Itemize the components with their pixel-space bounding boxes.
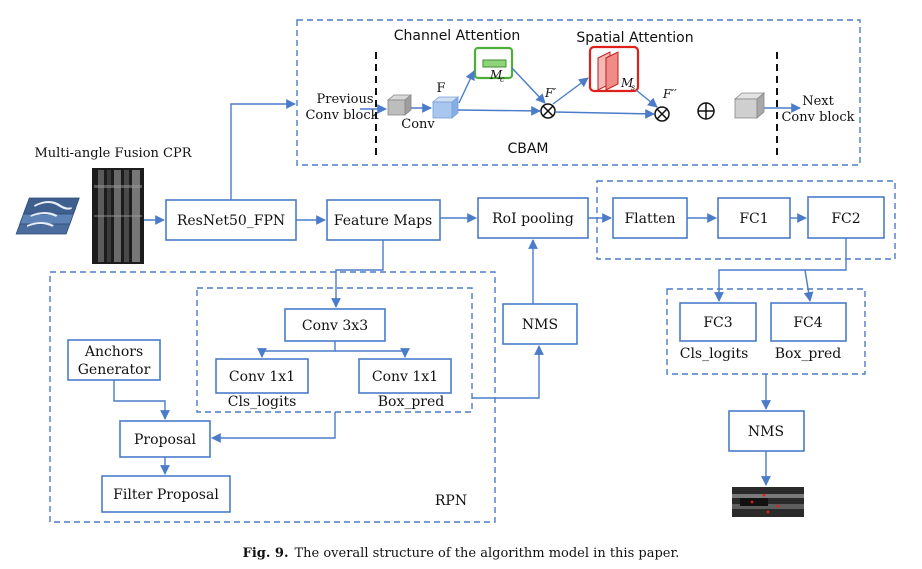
next-conv-label-1: Next (802, 94, 834, 109)
rpn-conv-region (196, 287, 473, 413)
flatten-box (612, 197, 688, 239)
multiply-icon (654, 106, 670, 122)
ms-label: M (620, 76, 634, 90)
nms-output-label: NMS (748, 424, 784, 440)
arrow (457, 105, 541, 116)
nms-middle-label: NMS (522, 317, 558, 333)
cls-logits-rpn-label: Cls_logits (228, 394, 297, 410)
arrow (335, 348, 410, 358)
box-pred-head-label: Box_pred (775, 346, 842, 362)
conv3x3-box (284, 308, 386, 342)
previous-conv-label-1: Previous (316, 92, 373, 107)
arrow (211, 412, 336, 443)
input-label: Multi-angle Fusion CPR (34, 146, 192, 161)
figure-caption-text: The overall structure of the algorithm m… (294, 546, 679, 561)
rpn-label: RPN (435, 493, 467, 509)
spatial-attention-label: Spatial Attention (576, 30, 693, 46)
filter-proposal-box (101, 475, 231, 513)
arrow (552, 77, 589, 105)
flatten-label: Flatten (624, 211, 675, 227)
anchors-label-2: Generator (78, 362, 151, 378)
detection-result-image (732, 487, 804, 517)
feature-maps-label: Feature Maps (334, 213, 432, 229)
head-region (596, 180, 896, 260)
cpr-stack-icon (15, 197, 80, 235)
figure-number: Fig. 9. (243, 546, 289, 561)
add-icon (697, 102, 715, 120)
arrow (472, 345, 544, 399)
cbam-region (296, 19, 861, 166)
feature-f-cube-icon (431, 96, 460, 119)
conv1x1-cls-label: Conv 1x1 (229, 369, 295, 385)
next-conv-label-2: Conv block (781, 110, 854, 125)
arrow (511, 67, 546, 104)
arrow (257, 341, 336, 358)
fc2-box (807, 196, 885, 239)
fc3-box (679, 302, 757, 342)
arrow (554, 108, 655, 119)
fc3-label: FC3 (703, 315, 732, 331)
conv-label: Conv (401, 117, 435, 132)
fc2-label: FC2 (831, 211, 860, 227)
f-prime-label: F′ (544, 86, 556, 100)
proposal-label: Proposal (134, 432, 196, 448)
arrow (331, 240, 384, 308)
conv1x1-box-box (358, 358, 452, 394)
channel-attention-mc-icon (473, 46, 514, 80)
channel-attention-label: Channel Attention (394, 28, 521, 44)
rpn-region (49, 271, 496, 523)
mc-label: M (489, 68, 503, 82)
f-label: F (436, 81, 445, 96)
resnet50-fpn-label: ResNet50_FPN (177, 213, 285, 229)
arrow (458, 70, 475, 104)
arrow (230, 99, 296, 200)
fc1-label: FC1 (739, 211, 768, 227)
cpr-image (92, 168, 144, 264)
cls-logits-head-label: Cls_logits (680, 346, 749, 362)
cbam-title: CBAM (507, 141, 548, 157)
f-double-prime-label: F′′ (662, 87, 677, 101)
nms-output-box (728, 410, 805, 452)
arrow (113, 380, 170, 420)
resnet50-fpn-box (165, 199, 297, 241)
arrow (635, 89, 658, 108)
roi-pooling-label: RoI pooling (492, 211, 574, 227)
mc-sub: c (500, 75, 505, 84)
output-cube-icon (733, 92, 766, 119)
spatial-attention-ms-icon (588, 45, 640, 93)
proposal-box (119, 420, 211, 458)
anchors-generator-box (67, 339, 161, 381)
figure-caption: Fig. 9. The overall structure of the algo… (243, 546, 680, 561)
conv1x1-box-label: Conv 1x1 (372, 369, 438, 385)
nms-middle-box (502, 303, 578, 345)
arrow (803, 269, 814, 302)
conv1x1-cls-box (215, 358, 309, 394)
fc4-box (770, 302, 847, 342)
conv-cube-icon (386, 94, 413, 116)
arrow (714, 238, 847, 302)
anchors-label-1: Anchors (84, 344, 143, 360)
conv3x3-label: Conv 3x3 (302, 318, 368, 334)
multiply-icon (540, 103, 556, 119)
box-pred-rpn-label: Box_pred (378, 394, 445, 410)
filter-proposal-label: Filter Proposal (113, 487, 219, 503)
previous-conv-label-2: Conv block (305, 108, 378, 123)
fc4-label: FC4 (793, 315, 822, 331)
ms-sub: s (631, 83, 635, 92)
